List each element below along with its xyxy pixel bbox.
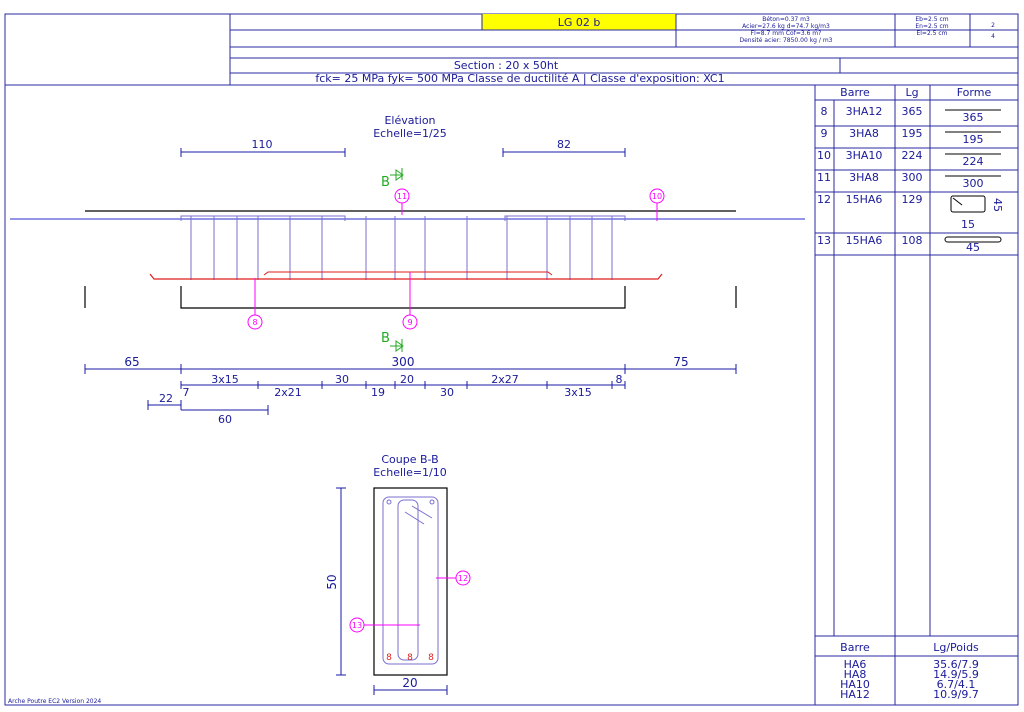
summary-barre: HA10 (840, 678, 870, 691)
schedule-header-lg: Lg (905, 86, 918, 99)
elevation-view: Elévation Echelle=1/25 110 82 B (10, 114, 805, 426)
material-line: Acier=27.6 kg d=74.7 kg/m3 (742, 23, 830, 30)
software-version: Arche Poutre EC2 Version 2024 (8, 698, 101, 705)
schedule-row-lg: 129 (902, 193, 923, 206)
schedule-row-id: 12 (817, 193, 831, 206)
marker-12: 12 (458, 574, 468, 583)
summary-barre: HA8 (844, 668, 867, 681)
bar-mark: 8 (428, 653, 434, 663)
dim-75: 75 (673, 355, 688, 369)
summary-value: 35.6/7.9 (933, 658, 979, 671)
dim-8: 8 (616, 373, 623, 386)
cover-line: En=2.5 cm (915, 23, 948, 30)
stirrup-shape-icon (950, 195, 986, 213)
summary-value: 6.7/4.1 (937, 678, 976, 691)
summary-value: 10.9/9.7 (933, 688, 979, 701)
bar-schedule: Barre Lg Forme 8 3HA12 365 365 9 3HA8 19… (814, 85, 1018, 705)
dim-82: 82 (557, 138, 571, 151)
drawing-id: LG 02 b (558, 16, 601, 29)
spec-line: fck= 25 MPa fyk= 500 MPa Classe de ducti… (315, 72, 724, 85)
dim-2x27: 2x27 (491, 373, 519, 386)
dim-20: 20 (400, 373, 414, 386)
page-number: 2 (991, 22, 995, 29)
dim-110: 110 (252, 138, 273, 151)
schedule-row-barre: 3HA12 (846, 105, 883, 118)
elevation-title: Elévation (384, 114, 435, 127)
elevation-scale: Echelle=1/25 (373, 127, 447, 140)
summary-barre: HA6 (844, 658, 867, 671)
schedule-row-lg: 300 (902, 171, 923, 184)
dim-30: 30 (335, 373, 349, 386)
dim-60: 60 (218, 413, 232, 426)
summary-value: 14.9/5.9 (933, 668, 979, 681)
schedule-row-lg: 108 (902, 234, 923, 247)
dim-width-20: 20 (402, 676, 417, 690)
schedule-header-forme: Forme (957, 86, 992, 99)
schedule-row-barre: 3HA8 (849, 171, 879, 184)
stirrup-width: 15 (961, 218, 975, 231)
dim-7: 7 (183, 386, 190, 399)
section-scale: Echelle=1/10 (373, 466, 447, 479)
dim-3x15: 3x15 (211, 373, 239, 386)
stirrup-height: 45 (991, 198, 1004, 212)
material-line: Fl=8.7 mm Cof=3.6 m? (751, 30, 822, 37)
summary-header-lg: Lg/Poids (933, 641, 979, 654)
schedule-row-lg: 224 (902, 149, 923, 162)
cover-line: Eb=2.5 cm (915, 16, 948, 23)
cross-section-view: Coupe B-B Echelle=1/10 8 8 8 12 13 50 20 (325, 453, 471, 695)
schedule-row-id: 9 (821, 127, 828, 140)
dim-2x21: 2x21 (274, 386, 302, 399)
marker-11: 11 (397, 192, 407, 201)
schedule-row-shape: 45 (966, 241, 980, 254)
schedule-row-shape: 195 (963, 133, 984, 146)
schedule-row-barre: 3HA8 (849, 127, 879, 140)
dim-65: 65 (124, 355, 139, 369)
marker-13: 13 (352, 621, 362, 630)
bar-mark: 8 (386, 653, 392, 663)
marker-10: 10 (652, 192, 662, 201)
pin-shape-icon (944, 236, 1002, 243)
section-mark-b-bottom: B (381, 331, 390, 346)
drawing-id-highlight (482, 14, 676, 30)
section-title: Coupe B-B (381, 453, 438, 466)
schedule-row-shape: 365 (963, 111, 984, 124)
marker-9: 9 (407, 318, 412, 327)
dim-300: 300 (392, 355, 415, 369)
summary-barre: HA12 (840, 688, 870, 701)
dim-19: 19 (371, 386, 385, 399)
material-line: Béton=0.37 m3 (762, 16, 810, 23)
bar-mark: 8 (407, 653, 413, 663)
schedule-row-lg: 365 (902, 105, 923, 118)
dim-22: 22 (159, 392, 173, 405)
dim-height-50: 50 (325, 574, 339, 589)
material-line: Densité acier: 7850.00 kg / m3 (740, 37, 833, 44)
section-caption: Section : 20 x 50ht (454, 59, 559, 72)
schedule-row-id: 10 (817, 149, 831, 162)
summary-header-barre: Barre (840, 641, 870, 654)
dim-30b: 30 (440, 386, 454, 399)
schedule-row-id: 8 (821, 105, 828, 118)
schedule-row-barre: 15HA6 (846, 234, 883, 247)
dim-3x15b: 3x15 (564, 386, 592, 399)
schedule-row-barre: 3HA10 (846, 149, 883, 162)
schedule-row-lg: 195 (902, 127, 923, 140)
schedule-row-id: 13 (817, 234, 831, 247)
schedule-row-id: 11 (817, 171, 831, 184)
schedule-row-shape: 224 (963, 155, 984, 168)
title-block: LG 02 b Béton=0.37 m3 Acier=27.6 kg d=74… (4, 13, 1019, 706)
schedule-row-shape: 300 (963, 177, 984, 190)
cover-line: El=2.5 cm (916, 30, 947, 37)
page-count: 4 (991, 33, 995, 40)
schedule-row-barre: 15HA6 (846, 193, 883, 206)
marker-8: 8 (252, 318, 257, 327)
section-mark-b-top: B (381, 175, 390, 190)
schedule-header-barre: Barre (840, 86, 870, 99)
